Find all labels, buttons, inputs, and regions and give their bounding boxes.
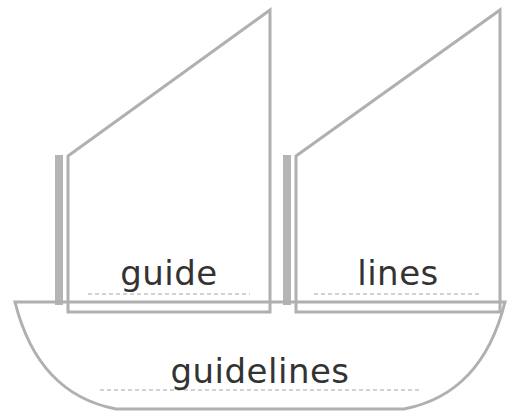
outline (15, 302, 505, 409)
guide-dash (314, 293, 480, 295)
word-label: guidelines (170, 354, 349, 388)
sail: lines (292, 6, 504, 316)
guide-dash (100, 389, 420, 391)
sail: guide (64, 6, 274, 316)
mast (55, 155, 63, 305)
word-label: guide (120, 256, 218, 290)
mast (283, 155, 291, 305)
guide-dash (88, 293, 250, 295)
outline (68, 10, 270, 312)
outline (296, 10, 500, 312)
word-label: lines (357, 256, 439, 290)
hull: guidelines (12, 298, 508, 414)
